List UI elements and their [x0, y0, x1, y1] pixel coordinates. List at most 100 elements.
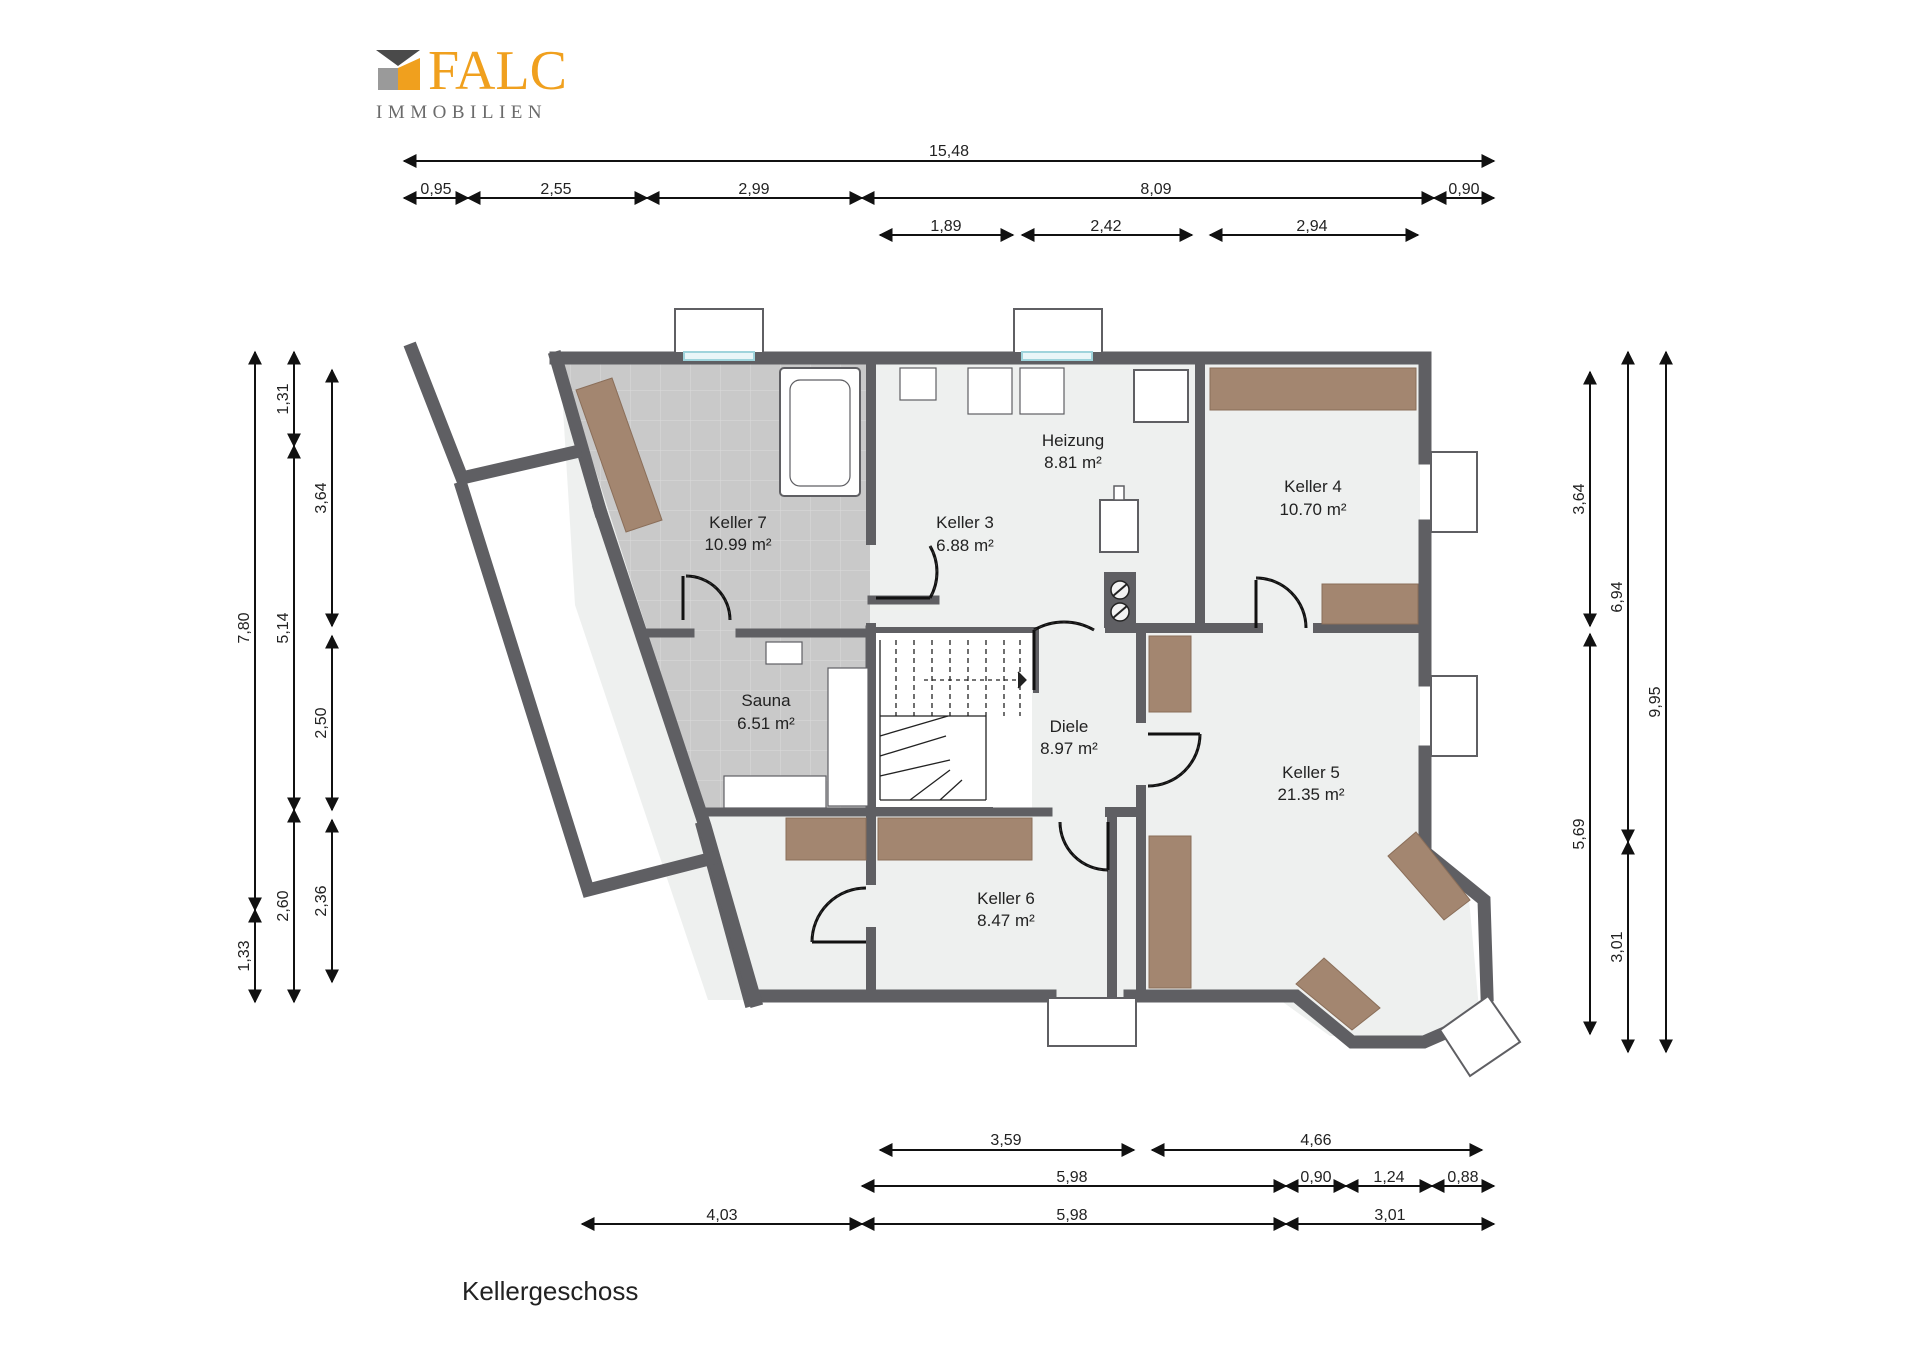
- shelf-keller6-west: [785, 817, 867, 861]
- outer-wall-right-lower: [1418, 745, 1494, 1002]
- bathtub-inner: [789, 379, 851, 487]
- room-keller7-name: Keller 7: [709, 513, 767, 532]
- dim-top-1: 2,55: [540, 181, 571, 198]
- room-keller4-area: 10.70 m²: [1279, 500, 1346, 519]
- dim-right-inner-0: 3,64: [1571, 483, 1588, 514]
- room-diele-name: Diele: [1050, 717, 1089, 736]
- outer-wall-top: [549, 351, 1432, 465]
- room-keller5-name: Keller 5: [1282, 763, 1340, 782]
- boiler: [1133, 369, 1189, 423]
- stair-area: [872, 630, 1032, 810]
- dim-bottom-total-0: 4,03: [706, 1207, 737, 1224]
- shelf-keller6-east: [877, 817, 1033, 861]
- walls: [403, 341, 1494, 1049]
- dim-left-inner-0: 3,64: [313, 482, 330, 513]
- room-heizung-name: Heizung: [1042, 431, 1104, 450]
- dryer: [1019, 367, 1065, 415]
- dim-top-total: 15,48: [929, 143, 969, 160]
- dim-top-0: 0,95: [420, 181, 451, 198]
- falc-logo: FALC IMMOBILIEN: [376, 40, 567, 123]
- dim-bottom-total-2: 3,01: [1374, 1207, 1405, 1224]
- outer-wall-left: [547, 349, 609, 519]
- room-keller7-area: 10.99 m²: [704, 535, 771, 554]
- dim-top-inner-2: 2,94: [1296, 218, 1327, 235]
- window-keller4: [1430, 451, 1478, 533]
- dim-bottom-1: 0,90: [1300, 1169, 1331, 1186]
- room-keller5-area: 21.35 m²: [1277, 785, 1344, 804]
- room-sauna-area: 6.51 m²: [737, 714, 795, 733]
- staircase: [879, 640, 1027, 801]
- heater-pipe: [1113, 485, 1125, 501]
- window-keller3: [1013, 308, 1103, 354]
- dimension-labels: 15,48 0,95 2,55 2,99 8,09 0,90 1,89 2,42…: [236, 143, 1664, 1224]
- dim-top-2: 2,99: [738, 181, 769, 198]
- dim-left-mid-0: 1,31: [275, 383, 292, 414]
- shelf-keller7: [575, 377, 663, 533]
- room-labels: Keller 7 10.99 m² Sauna 6.51 m² Keller 3…: [704, 431, 1346, 930]
- logo-brand: FALC: [428, 40, 567, 102]
- window-keller7-sill: [683, 351, 755, 361]
- dim-top-inner-1: 2,42: [1090, 218, 1121, 235]
- room-keller6-name: Keller 6: [977, 889, 1035, 908]
- dim-bottom-inner-1: 4,66: [1300, 1132, 1331, 1149]
- door-keller5: [1147, 732, 1202, 788]
- room-diele-area: 8.97 m²: [1040, 739, 1098, 758]
- logo-subtitle: IMMOBILIEN: [376, 102, 547, 123]
- dim-bottom-inner-0: 3,59: [990, 1132, 1021, 1149]
- sauna-heater: [765, 641, 803, 665]
- dim-right-mid-0: 6,94: [1609, 581, 1626, 612]
- fixtures: [723, 367, 1189, 809]
- dim-top-3: 8,09: [1140, 181, 1171, 198]
- dim-bottom-2: 1,24: [1373, 1169, 1404, 1186]
- dim-right-inner-1: 5,69: [1571, 818, 1588, 849]
- logo-house-icon: [376, 50, 420, 90]
- dim-top-4: 0,90: [1448, 181, 1479, 198]
- sink: [899, 367, 937, 401]
- window-keller3-sill: [1021, 351, 1093, 361]
- light-well-wall: [403, 341, 583, 486]
- shelf-keller5-bay-top: [1387, 831, 1471, 921]
- heater: [1099, 499, 1139, 553]
- door-keller4: [1254, 576, 1308, 629]
- shelf-keller4-top: [1209, 367, 1417, 411]
- window-keller5: [1430, 675, 1478, 757]
- window-keller5-bay: [1438, 994, 1522, 1078]
- dim-right-total: 9,95: [1647, 686, 1664, 717]
- window-keller6: [1047, 997, 1137, 1047]
- shelves: [575, 367, 1471, 1031]
- door-swings: [685, 545, 1307, 943]
- dim-right-mid-1: 3,01: [1609, 931, 1626, 962]
- dim-top-inner-0: 1,89: [930, 218, 961, 235]
- shelf-keller5-left-top: [1148, 635, 1192, 713]
- room-keller4-name: Keller 4: [1284, 477, 1342, 496]
- room-keller3-name: Keller 3: [936, 513, 994, 532]
- dim-left-mid-1: 5,14: [275, 612, 292, 643]
- outer-wall-bay: [1123, 989, 1449, 1049]
- window-keller7: [674, 308, 764, 354]
- room-keller3-area: 6.88 m²: [936, 536, 994, 555]
- shelf-keller5-left: [1148, 835, 1192, 989]
- shelf-keller5-bay-bottom: [1295, 957, 1381, 1031]
- dim-left-total-0: 7,80: [236, 612, 253, 643]
- sauna-bench-2: [723, 775, 827, 809]
- sauna-bench: [827, 667, 869, 807]
- dimension-lines: [248, 154, 1673, 1231]
- room-keller6-area: 8.47 m²: [977, 911, 1035, 930]
- windows: [674, 308, 1522, 1078]
- room-sauna-name: Sauna: [741, 691, 791, 710]
- light-well-wall-2: [453, 479, 721, 898]
- dim-left-inner-2: 2,36: [313, 885, 330, 916]
- shelf-keller4-bottom: [1321, 583, 1419, 625]
- dim-left-inner-1: 2,50: [313, 707, 330, 738]
- chimney: [1104, 572, 1136, 628]
- dim-bottom-total-1: 5,98: [1056, 1207, 1087, 1224]
- washer: [967, 367, 1013, 415]
- dim-left-mid-2: 2,60: [275, 890, 292, 921]
- dim-bottom-0: 5,98: [1056, 1169, 1087, 1186]
- floor-caption: Kellergeschoss: [462, 1276, 639, 1306]
- dim-left-total-1: 1,33: [236, 940, 253, 971]
- outer-wall-left-lower: [591, 501, 764, 1009]
- room-heizung-area: 8.81 m²: [1044, 453, 1102, 472]
- dim-bottom-3: 0,88: [1447, 1169, 1478, 1186]
